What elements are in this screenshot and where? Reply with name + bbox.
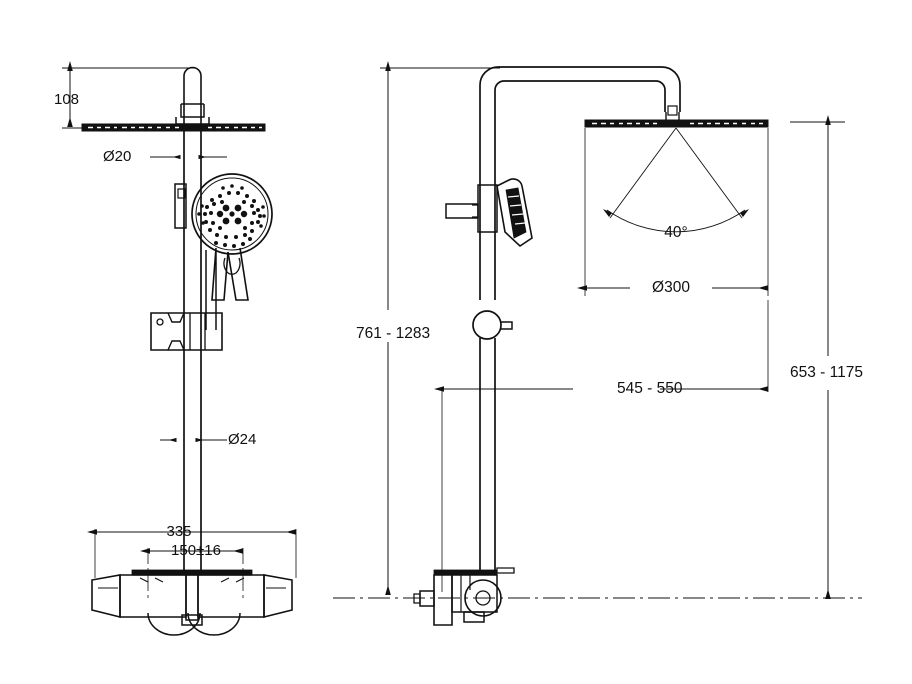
dimension-lines [62,61,862,600]
dim-108: 108 [54,91,79,108]
dim-335: 335 [166,523,191,540]
dim-dia20: Ø20 [103,148,131,165]
dim-dia24: Ø24 [228,431,256,448]
dim-150pm16: 150±16 [171,542,221,559]
side-view-geometry [413,66,769,626]
dim-total-height: 761 - 1283 [356,325,430,342]
dim-head-height: 653 - 1175 [790,364,863,381]
front-view-geometry [81,66,293,636]
dim-dia300: Ø300 [652,279,690,296]
dimension-labels: 108 Ø20 Ø24 335 150±16 761 - 1283 653 - … [54,91,863,559]
dim-spray-angle: 40° [664,224,687,241]
dim-arm-reach: 545 - 550 [617,380,683,397]
